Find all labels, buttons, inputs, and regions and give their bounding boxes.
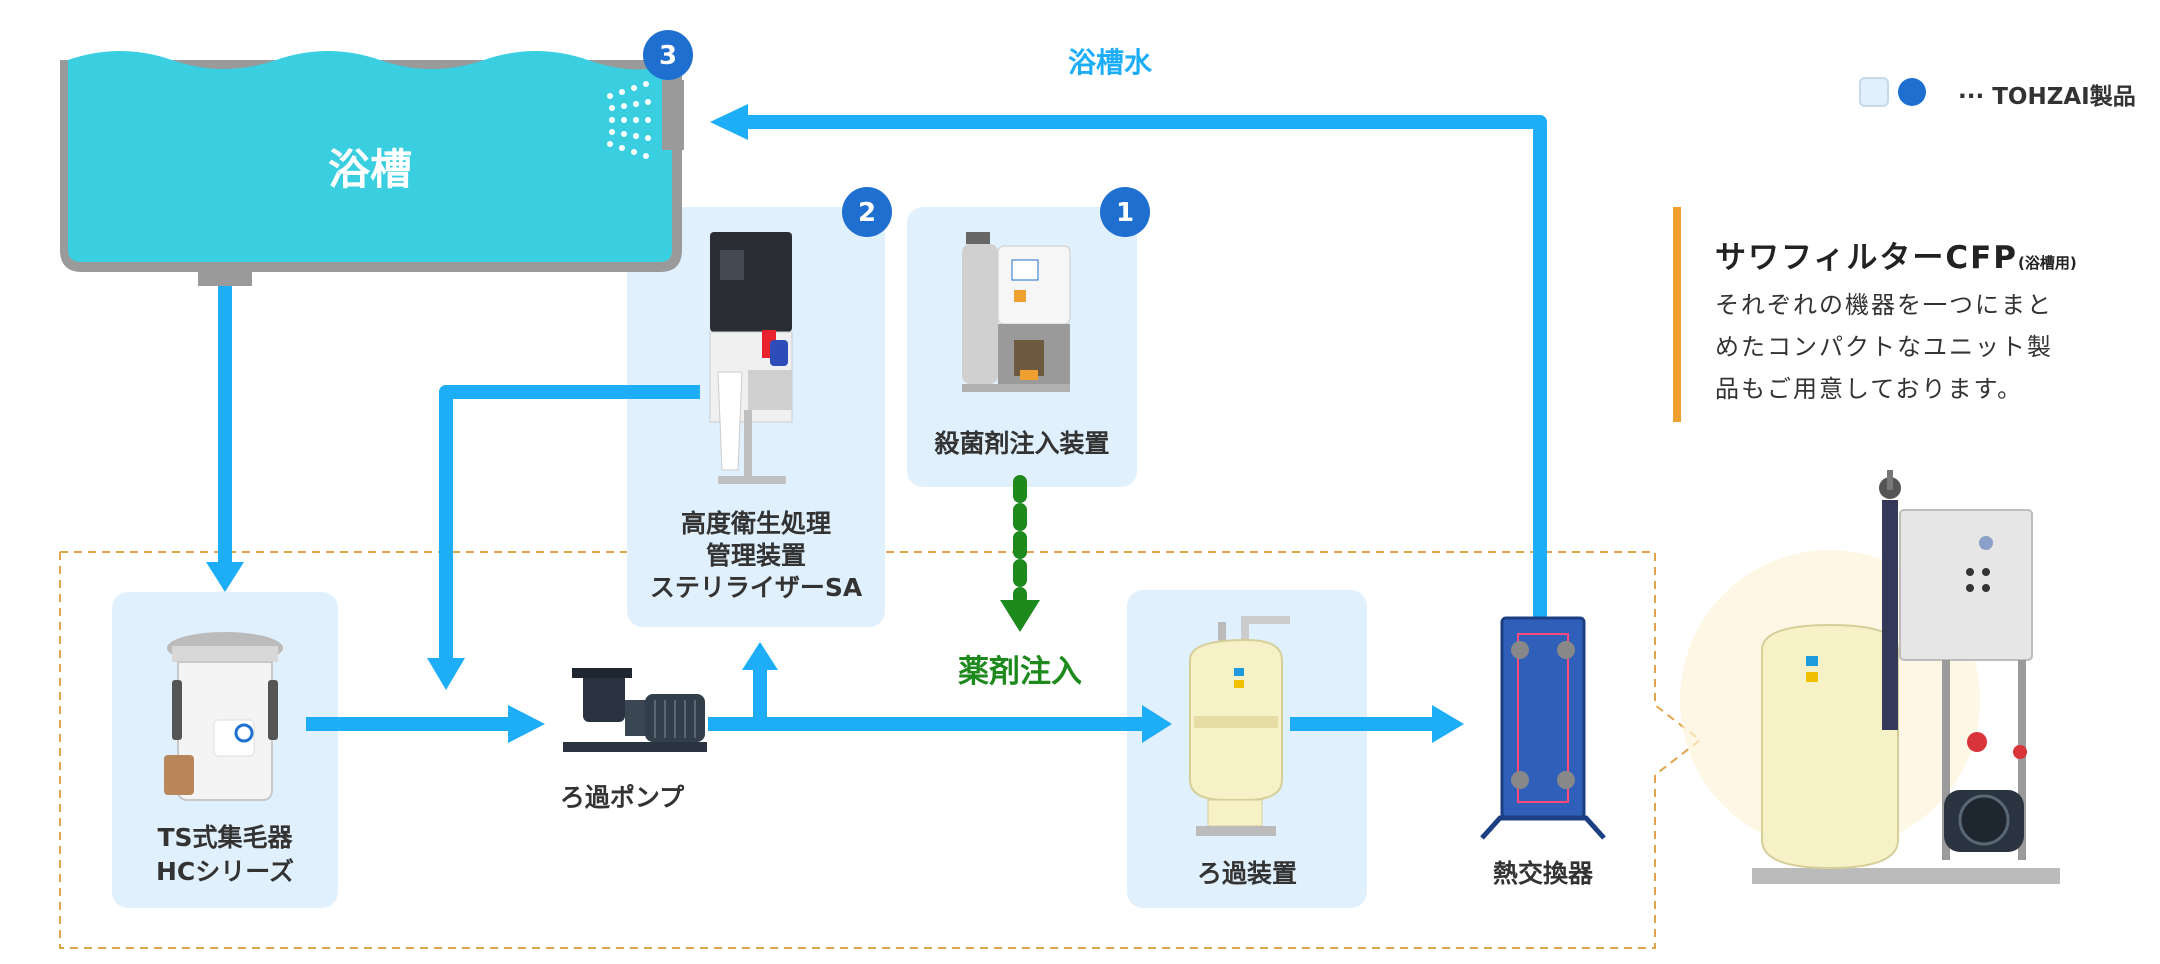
tank-label: 浴槽 xyxy=(328,145,412,194)
flow-pipes xyxy=(218,115,1547,731)
chemical-injection-arrow xyxy=(1000,600,1040,632)
cfp-description-line-1: それぞれの機器を一つにまと xyxy=(1715,291,2053,319)
cfp-description-line-2: めたコンパクトなユニット製 xyxy=(1715,333,2053,361)
flow-arrows xyxy=(206,104,1464,743)
injector-illustration xyxy=(962,232,1071,392)
sterilizer-label-2: 管理装置 xyxy=(706,541,806,570)
filtration-loop-outline xyxy=(59,551,1702,949)
badge-3 xyxy=(643,30,693,80)
filter-label: ろ過装置 xyxy=(1197,859,1297,888)
cfp-accent-bar xyxy=(1673,207,1681,422)
cfp-unit-illustration xyxy=(1680,470,2060,884)
sterilizer-illustration xyxy=(709,232,793,484)
badge-1-number: 1 xyxy=(1116,198,1134,228)
bath-tank xyxy=(60,51,684,286)
cfp-description: それぞれの機器を一つにまと めたコンパクトなユニット製 品もご用意しております。 xyxy=(1715,284,2135,410)
legend-box-marker xyxy=(1859,77,1889,107)
return-water-label: 浴槽水 xyxy=(1068,46,1153,79)
cfp-description-line-3: 品もご用意しております。 xyxy=(1715,375,2024,403)
badge-2-number: 2 xyxy=(858,198,876,228)
sterilizer-label-1: 高度衛生処理 xyxy=(681,509,831,538)
legend-dot-marker xyxy=(1898,78,1926,106)
badge-2 xyxy=(842,187,892,237)
hair-catcher-label-1: TS式集毛器 xyxy=(157,823,293,852)
badge-1 xyxy=(1100,187,1150,237)
injector-label: 殺菌剤注入装置 xyxy=(934,429,1109,458)
cfp-title-text: サワフィルターCFP xyxy=(1715,240,2019,276)
filter-illustration xyxy=(1189,616,1290,836)
badge-3-number: 3 xyxy=(659,41,677,71)
heat-exchanger-illustration xyxy=(1480,616,1606,840)
hair-catcher-illustration xyxy=(164,632,283,801)
sterilizer-label-3: ステリライザーSA xyxy=(650,573,863,602)
pump-illustration xyxy=(563,668,707,752)
hair-catcher-label-2: HCシリーズ xyxy=(156,857,294,886)
legend-text: ··· TOHZAI製品 xyxy=(1958,84,2136,110)
cfp-title: サワフィルターCFP(浴槽用) xyxy=(1715,232,2077,277)
chemical-injection-label: 薬剤注入 xyxy=(958,654,1082,690)
heat-exchanger-label: 熱交換器 xyxy=(1493,859,1594,888)
cfp-title-note: (浴槽用) xyxy=(2018,254,2077,272)
pump-label: ろ過ポンプ xyxy=(560,783,685,812)
